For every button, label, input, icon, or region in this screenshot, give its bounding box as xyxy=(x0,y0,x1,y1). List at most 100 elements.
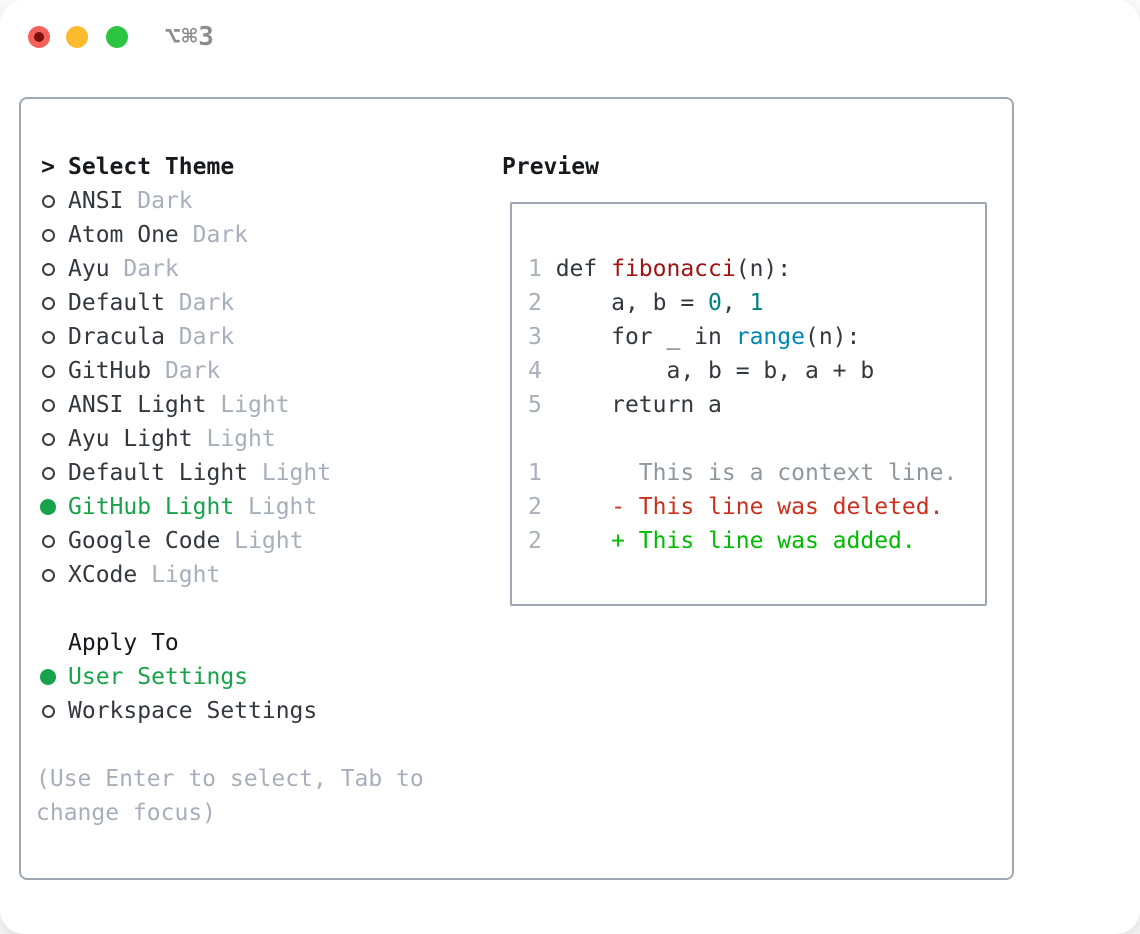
spacer xyxy=(36,592,481,626)
code-token: (n): xyxy=(735,256,792,282)
radio-unselected-icon xyxy=(36,364,60,378)
theme-option-github[interactable]: GitHub Dark xyxy=(36,354,481,388)
spacer xyxy=(36,728,481,762)
radio-unselected-icon xyxy=(36,194,60,208)
theme-name: ANSI Light xyxy=(68,392,207,418)
radio-unselected-icon xyxy=(36,466,60,480)
radio-selected-icon xyxy=(36,669,60,685)
theme-option-ansi-light[interactable]: ANSI Light Light xyxy=(36,388,481,422)
apply-option-user-settings[interactable]: User Settings xyxy=(36,660,481,694)
code-token: (n): xyxy=(804,324,861,350)
theme-option-dracula[interactable]: Dracula Dark xyxy=(36,320,481,354)
theme-name: Atom One xyxy=(68,222,179,248)
theme-name: Ayu Light xyxy=(68,426,193,452)
theme-variant-tag: Light xyxy=(192,426,276,452)
theme-variant-tag: Light xyxy=(137,562,221,588)
select-theme-title: Select Theme xyxy=(68,154,235,180)
radio-unselected-icon xyxy=(36,534,60,548)
theme-option-ansi[interactable]: ANSI Dark xyxy=(36,184,481,218)
help-text: (Use Enter to select, Tab to change focus… xyxy=(36,762,481,830)
close-button[interactable] xyxy=(28,26,50,48)
theme-name: Dracula xyxy=(68,324,165,350)
code-token: fibonacci xyxy=(611,256,736,282)
window-title: ⌥⌘3 xyxy=(165,22,215,52)
blank-line xyxy=(528,422,985,456)
line-number: 2 xyxy=(528,494,556,520)
code-token: range xyxy=(735,324,805,350)
theme-option-github-light[interactable]: GitHub Light Light xyxy=(36,490,481,524)
theme-name: GitHub Light xyxy=(68,494,235,520)
theme-variant-tag: Light xyxy=(234,494,318,520)
theme-variant-tag: Light xyxy=(248,460,332,486)
radio-unselected-icon xyxy=(36,568,60,582)
apply-option-label: Workspace Settings xyxy=(68,698,318,724)
radio-unselected-icon xyxy=(36,330,60,344)
apply-to-title: Apply To xyxy=(68,630,179,656)
theme-variant-tag: Light xyxy=(220,528,304,554)
line-number: 2 xyxy=(528,290,556,316)
code-token: - This line was deleted. xyxy=(555,494,944,520)
code-line: 2 a, b = 0, 1 xyxy=(528,286,985,320)
line-number: 4 xyxy=(528,358,556,384)
line-number: 2 xyxy=(528,528,556,554)
code-token: def xyxy=(555,256,612,282)
apply-option-workspace-settings[interactable]: Workspace Settings xyxy=(36,694,481,728)
apply-option-label: User Settings xyxy=(68,664,249,690)
zoom-button[interactable] xyxy=(106,26,128,48)
theme-option-xcode[interactable]: XCode Light xyxy=(36,558,481,592)
code-token: + This line was added. xyxy=(555,528,916,554)
apply-to-header: Apply To xyxy=(36,626,481,660)
theme-variant-tag: Dark xyxy=(178,222,249,248)
theme-variant-tag: Dark xyxy=(109,256,179,282)
code-token: 1 xyxy=(749,290,764,316)
code-line: 4 a, b = b, a + b xyxy=(528,354,985,388)
theme-option-atom-one[interactable]: Atom One Dark xyxy=(36,218,481,252)
theme-name: GitHub xyxy=(68,358,152,384)
theme-name: Ayu xyxy=(68,256,110,282)
minimize-button[interactable] xyxy=(66,26,88,48)
code-line: 1 This is a context line. xyxy=(528,456,985,490)
code-line: 2 + This line was added. xyxy=(528,524,985,558)
theme-name: XCode xyxy=(68,562,138,588)
code-line: 3 for _ in range(n): xyxy=(528,320,985,354)
radio-unselected-icon xyxy=(36,262,60,276)
title-bar: ⌥⌘3 xyxy=(0,0,1140,74)
code-token: This is a context line. xyxy=(555,460,958,486)
code-token: a, b = xyxy=(555,290,709,316)
theme-variant-tag: Dark xyxy=(123,188,193,214)
line-number: 1 xyxy=(528,256,556,282)
code-line: 1 def fibonacci(n): xyxy=(528,252,985,286)
code-token: , xyxy=(721,290,750,316)
theme-option-ayu-light[interactable]: Ayu Light Light xyxy=(36,422,481,456)
theme-variant-tag: Dark xyxy=(151,358,221,384)
theme-option-google-code[interactable]: Google Code Light xyxy=(36,524,481,558)
radio-unselected-icon xyxy=(36,432,60,446)
select-theme-header: > Select Theme xyxy=(36,150,481,184)
theme-variant-tag: Light xyxy=(206,392,290,418)
theme-option-ayu[interactable]: Ayu Dark xyxy=(36,252,481,286)
line-number: 5 xyxy=(528,392,556,418)
line-number: 1 xyxy=(528,460,556,486)
code-token: for _ in xyxy=(555,324,736,350)
preview-title: Preview xyxy=(502,154,599,180)
radio-unselected-icon xyxy=(36,704,60,718)
help-text-line: change focus) xyxy=(36,800,217,826)
radio-selected-icon xyxy=(36,499,60,515)
theme-name: Default Light xyxy=(68,460,249,486)
code-token: a, b = b, a + b xyxy=(555,358,875,384)
theme-option-default[interactable]: Default Dark xyxy=(36,286,481,320)
focus-caret-icon: > xyxy=(41,154,55,180)
line-number: 3 xyxy=(528,324,556,350)
theme-variant-tag: Dark xyxy=(164,290,235,316)
code-token: 0 xyxy=(708,290,722,316)
code-token: return a xyxy=(555,392,722,418)
theme-option-default-light[interactable]: Default Light Light xyxy=(36,456,481,490)
radio-unselected-icon xyxy=(36,398,60,412)
help-text-line: (Use Enter to select, Tab to xyxy=(36,766,424,792)
